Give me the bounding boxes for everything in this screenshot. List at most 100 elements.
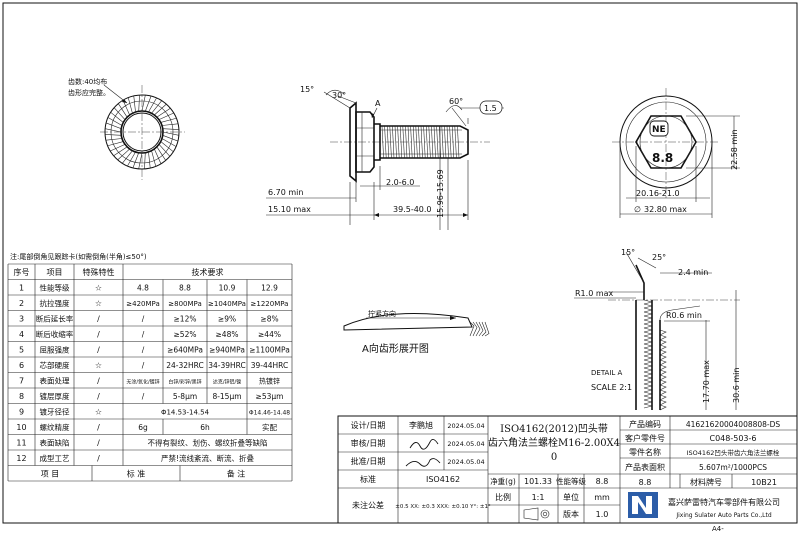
spec-row-feature: / xyxy=(97,345,100,354)
spec-row-feature: / xyxy=(97,314,100,323)
development-caption: A向齿形展开图 xyxy=(362,342,429,355)
detail-dim-17-70: 17.70 max xyxy=(702,360,711,403)
serration-development-view: 拧紧方向 A向齿形展开图 xyxy=(343,309,490,355)
detail-angle-25: 25° xyxy=(652,253,666,262)
standard-label: 标准 xyxy=(360,474,376,484)
spec-row-item: 芯部硬度 xyxy=(40,360,70,370)
approve-label: 批准/日期 xyxy=(351,456,386,466)
spec-row-feature: / xyxy=(97,330,100,339)
development-teeth xyxy=(469,321,490,337)
svg-text:∅: ∅ xyxy=(634,205,641,214)
spec-row-value-2: 白锌/彩锌/黑锌 xyxy=(168,378,201,385)
spec-row-no: 8 xyxy=(19,392,24,401)
spec-row-value-2: ≥640MPa xyxy=(167,345,203,354)
spec-row-value-4: ≥44% xyxy=(258,330,281,339)
spec-row-requirement: 不得有裂纹、划伤、螺纹折叠等缺陷 xyxy=(148,437,268,447)
detail-dim-2-4: 2.4 min xyxy=(678,268,708,277)
tightening-direction: 拧紧方向 xyxy=(368,309,396,318)
serration-note-2: 齿形应完整。 xyxy=(68,88,110,97)
company-logo xyxy=(628,492,658,518)
product-code-value: 41621620004008808-DS xyxy=(686,420,781,429)
spec-row-value-3: ≥940MPa xyxy=(209,345,245,354)
dim-6-70-min: 6.70 min xyxy=(268,188,303,197)
spec-row-value-4: ≥53μm xyxy=(256,392,284,401)
spec-row-item: 表面缺陷 xyxy=(40,437,70,447)
spec-row-item: 镀牙径径 xyxy=(40,406,70,416)
unit-value: mm xyxy=(594,493,610,502)
spec-row-value-3: 达克/锌铝/镍 xyxy=(213,378,241,385)
spec-row-item: 断后延长率 xyxy=(36,313,74,323)
spec-row-value-2: ≥52% xyxy=(174,330,197,339)
detail-angle-15: 15° xyxy=(621,248,635,257)
spec-row-no: 3 xyxy=(19,314,24,323)
spec-row-value-3: ≥1040MPa xyxy=(208,300,246,308)
review-label: 审核/日期 xyxy=(351,438,386,448)
approve-date: 2024.05.04 xyxy=(447,458,484,466)
spec-row-value-3: ≥48% xyxy=(216,330,239,339)
spec-row-value-merged: Φ14.53-14.54 xyxy=(161,408,210,416)
grade-label: 性能等级 xyxy=(556,476,586,486)
spec-row-value-1: / xyxy=(142,314,145,323)
spec-row-value-3: ≥9% xyxy=(218,314,236,323)
spec-row-value-2: 8.8 xyxy=(179,283,191,292)
spec-row-no: 7 xyxy=(19,376,24,385)
angle-60: 60° xyxy=(449,97,463,106)
spec-row-value-3: 10.9 xyxy=(219,283,236,292)
detail-a-label: A xyxy=(375,99,381,108)
detail-title: DETAIL A xyxy=(591,369,623,377)
material-value: 10B21 xyxy=(751,478,777,487)
spec-row-value-4: ≥1100MPa xyxy=(249,345,290,354)
spec-row-feature: / xyxy=(97,438,100,447)
spec-row-value-3: 8-15μm xyxy=(212,392,241,401)
bolt-side-view: 15° 30° 60° A 1.5 2.0-6.0 6.70 min 15.10… xyxy=(266,85,504,230)
material-label: 材料牌号 xyxy=(690,477,722,487)
header-requirement: 技术要求 xyxy=(192,267,224,277)
spec-row-value-2: 5-8μm xyxy=(173,392,197,401)
footer-standard: 标 准 xyxy=(127,468,146,478)
spec-row-item: 断后收缩率 xyxy=(36,329,74,339)
spec-row-feature: ☆ xyxy=(95,283,102,292)
spec-row-value-1: 6g xyxy=(138,423,148,432)
thread-lines xyxy=(381,125,460,159)
spec-row-value-2: ≥12% xyxy=(174,314,197,323)
spec-row-no: 11 xyxy=(16,438,26,447)
flange-front-view: 齿数:40均布 齿形应完整。 xyxy=(68,77,185,180)
dim-39-5-40: 39.5-40.0 xyxy=(393,205,432,214)
angle-15: 15° xyxy=(300,85,314,94)
product-code-label: 产品编码 xyxy=(629,419,661,429)
spec-row-item: 镀层厚度 xyxy=(40,391,70,401)
spec-row-item: 成型工艺 xyxy=(40,453,70,463)
detail-a-view: 15° 25° 2.4 min R1.0 max R0.6 min 17.70 … xyxy=(574,248,741,411)
design-date: 2024.05.04 xyxy=(447,422,484,430)
spec-row-feature: ☆ xyxy=(95,299,102,308)
spec-row-no: 6 xyxy=(19,361,24,370)
grade-value: 8.8 xyxy=(596,477,609,486)
approve-signature xyxy=(405,458,441,467)
dim-1-5: 1.5 xyxy=(484,104,497,113)
spec-row-value-4: ≥8% xyxy=(260,314,278,323)
spec-row-no: 1 xyxy=(19,283,24,292)
detail-dim-30-6: 30.6 min xyxy=(732,368,741,403)
part-name-value: ISO4162凹头带齿六角法兰螺栓 xyxy=(687,448,780,457)
unit-label: 单位 xyxy=(563,492,579,502)
spec-row-value-2: 24-32HRC xyxy=(166,361,204,370)
spec-row-requirement: 严禁!流线紊流、断流、折叠 xyxy=(161,453,255,463)
spec-row-value-1: / xyxy=(142,330,145,339)
surface-area-value: 5.607m²/1000PCS xyxy=(699,463,767,472)
tolerance-value: ±0.5 XX: ±0.3 XXX: ±0.10 Y°: ±1° xyxy=(395,504,491,510)
footer-remark: 备 注 xyxy=(227,468,246,478)
dim-20-16: 20.16-21.0 xyxy=(636,189,680,198)
grade-value-right: 8.8 xyxy=(639,478,652,487)
standard-value: ISO4162 xyxy=(426,475,460,484)
spec-row-value-4: 12.9 xyxy=(261,283,278,292)
weight-label: 净重(g) xyxy=(490,476,516,486)
hex-head-view: NE 8.8 22.58 min 20.16-21.0 ∅ 32.80 max xyxy=(612,88,740,218)
spec-row-value-4: 热镀锌 xyxy=(259,376,280,385)
spec-row-value-2: 6h xyxy=(200,423,210,432)
customer-part-value: C048-503-6 xyxy=(710,434,757,443)
detail-dim-r06: R0.6 min xyxy=(666,311,702,320)
